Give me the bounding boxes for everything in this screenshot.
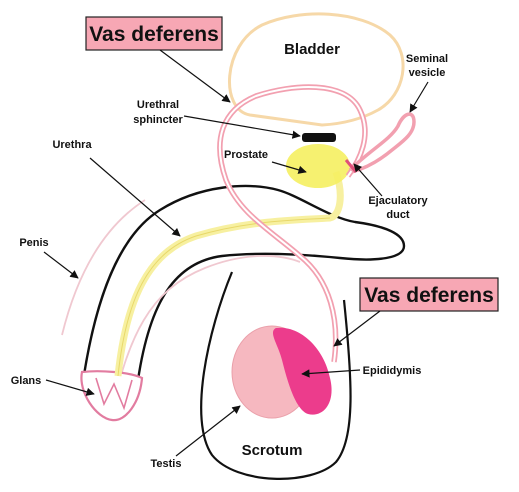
testis-label: Testis	[151, 458, 182, 470]
vas-deferens-duct-inner	[218, 86, 366, 363]
bladder-shape	[228, 12, 405, 127]
urethral-sphincter-label-line1: Urethral	[137, 99, 179, 111]
prostate-arrow	[271, 161, 307, 174]
glans-shape	[80, 370, 144, 422]
epididymis-label: Epididymis	[363, 365, 422, 377]
prostate-shape	[286, 144, 350, 188]
glans-folds	[95, 377, 133, 411]
penis-skin-outline	[61, 199, 301, 421]
bladder-label: Bladder	[284, 41, 340, 58]
urethra-label: Urethra	[52, 139, 92, 151]
penis-arrow	[43, 251, 79, 279]
penis-body-outline	[82, 184, 406, 381]
urethral-sphincter-label-line2: sphincter	[133, 114, 183, 126]
seminal-vesicle-label-line2: vesicle	[409, 67, 446, 79]
seminal-vesicle-shape	[348, 112, 416, 174]
penis-label: Penis	[19, 237, 48, 249]
vas-deferens-top-box	[85, 16, 223, 51]
scrotum-outline	[200, 271, 352, 480]
vas-deferens-right-arrow	[333, 310, 381, 347]
urethra-arrow	[89, 157, 181, 237]
ejaculatory-duct-label-line2: duct	[386, 209, 410, 221]
urethral-sphincter-arrow	[183, 115, 301, 139]
vas-deferens-top-arrow	[159, 49, 231, 103]
prostate-label: Prostate	[224, 149, 268, 161]
urethral-sphincter-shape	[302, 133, 336, 142]
urethra-path-edge	[117, 217, 331, 377]
ejaculatory-duct-arrow	[353, 163, 383, 197]
vas-deferens-top-label: Vas deferens	[89, 23, 219, 46]
seminal-vesicle-label-line1: Seminal	[406, 53, 448, 65]
vas-deferens-right-label: Vas deferens	[364, 284, 494, 307]
scrotum-label: Scrotum	[242, 442, 303, 459]
glans-arrow	[45, 379, 95, 396]
vas-deferens-right-box	[359, 277, 499, 312]
seminal-vesicle-arrow	[409, 81, 429, 113]
testis-arrow	[175, 405, 241, 457]
glans-label: Glans	[11, 375, 42, 387]
epididymis-arrow	[301, 369, 361, 378]
ejaculatory-duct-label-line1: Ejaculatory	[368, 195, 428, 207]
